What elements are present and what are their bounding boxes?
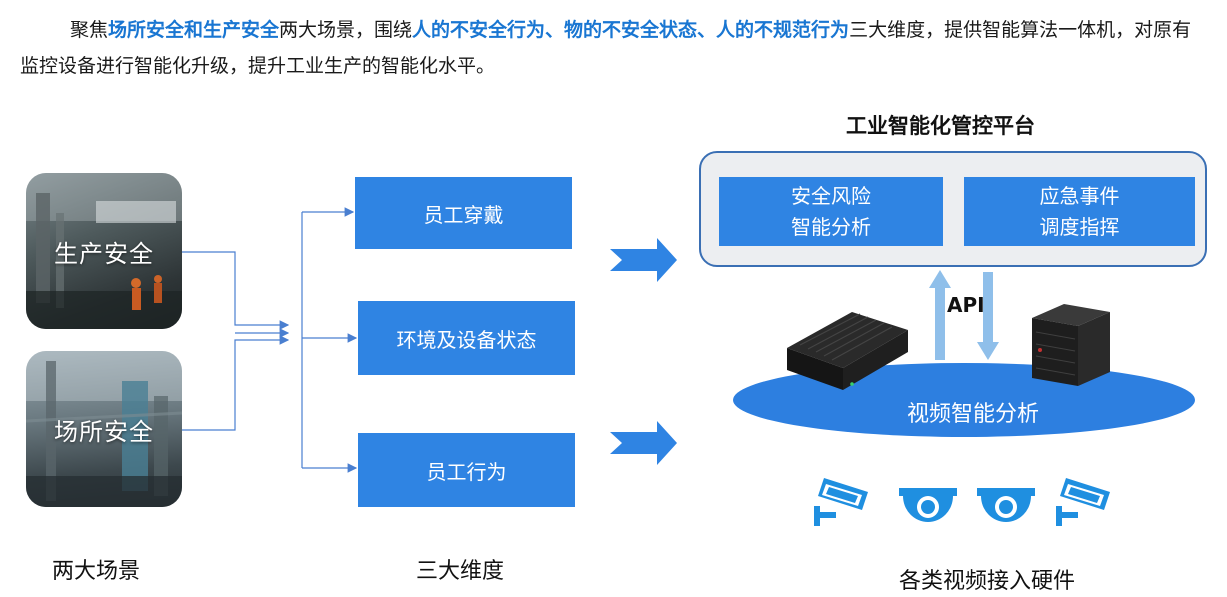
module-line: 调度指挥 <box>1039 214 1120 239</box>
module-risk-analysis: 安全风险智能分析 <box>719 177 943 246</box>
edge-box-device-icon <box>787 312 908 390</box>
server-device-icon <box>1032 304 1110 386</box>
intro-highlight-dimensions: 人的不安全行为、物的不安全状态、人的不规范行为 <box>412 19 850 41</box>
production-site-photo <box>26 173 182 329</box>
dome-camera-icon <box>977 488 1035 522</box>
platform-title: 工业智能化管控平台 <box>846 114 1035 138</box>
dimension-box-attire: 员工穿戴 <box>355 177 572 249</box>
caption-dimensions: 三大维度 <box>416 559 505 584</box>
flow-arrow-icon <box>610 421 677 465</box>
intro-text-1: 聚焦 <box>70 19 109 41</box>
flow-arrow-icon <box>610 238 677 282</box>
intro-highlight-scenes: 场所安全和生产安全 <box>108 19 280 41</box>
api-label: API <box>947 293 985 317</box>
up-arrow-icon <box>929 270 951 360</box>
module-line: 安全风险 <box>791 183 871 208</box>
bullet-camera-icon <box>1056 478 1110 526</box>
video-analysis-label: 视频智能分析 <box>906 402 1039 427</box>
caption-scenes: 两大场景 <box>52 559 141 584</box>
dimension-box-behavior: 员工行为 <box>358 433 575 507</box>
caption-hardware: 各类视频接入硬件 <box>899 569 1076 594</box>
down-arrow-icon <box>977 272 999 360</box>
module-line: 智能分析 <box>791 214 871 239</box>
plant-site-photo <box>26 351 182 507</box>
intro-text-3: 三大维度，提供智能算法一体机，对原有监控设备进行智能化升级，提升工业生产的智能化… <box>20 19 1192 77</box>
bullet-camera-icon <box>814 478 868 526</box>
intro-paragraph: 聚焦场所安全和生产安全两大场景，围绕人的不安全行为、物的不安全状态、人的不规范行… <box>20 12 1210 84</box>
intro-text-2: 两大场景，围绕 <box>279 19 413 41</box>
module-emergency-dispatch: 应急事件调度指挥 <box>964 177 1195 246</box>
scene-production-safety: 生产安全 <box>26 173 182 329</box>
dimension-box-environment: 环境及设备状态 <box>358 301 575 375</box>
scene-label: 场所安全 <box>54 417 154 446</box>
scene-label: 生产安全 <box>54 239 154 268</box>
module-line: 应急事件 <box>1039 183 1120 208</box>
dome-camera-icon <box>899 488 957 522</box>
scene-site-safety: 场所安全 <box>26 351 182 507</box>
